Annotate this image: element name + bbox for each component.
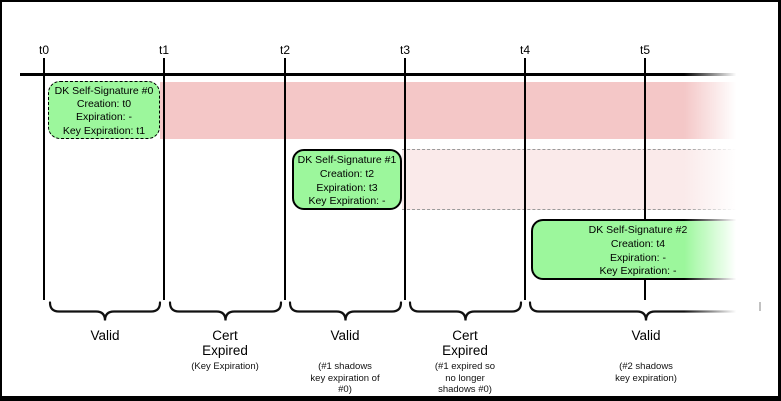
segment-label-2: Cert Expired (Key Expiration)	[150, 328, 300, 391]
segment-title: Valid	[330, 328, 360, 343]
tick-label-t0: t0	[38, 43, 49, 57]
segment-subtitle: (Key Expiration)	[191, 361, 259, 372]
signature-details: Creation: t4 Expiration: - Key Expiratio…	[599, 237, 677, 278]
signature-title: DK Self-Signature #2	[588, 224, 688, 236]
signature-title: DK Self-Signature #1	[297, 154, 397, 166]
brace-end-artifact	[759, 302, 761, 311]
key-expired-band	[160, 82, 756, 139]
tick-label-t2: t2	[279, 43, 290, 57]
segment-label-5: Valid (#2 shadows key expiration)	[566, 328, 726, 391]
brace-segment-3	[288, 301, 403, 321]
segment-label-3: Valid (#1 shadows key expiration of #0)	[270, 328, 420, 395]
signature-details: Creation: t0 Expiration: - Key Expiratio…	[62, 98, 146, 137]
tick-line-t5	[644, 58, 646, 300]
tick-line-t4	[524, 58, 526, 300]
signature-box-2: DK Self-Signature #2 Creation: t4 Expira…	[531, 219, 756, 280]
brace-segment-1	[48, 301, 162, 321]
tick-line-t0	[43, 58, 45, 300]
tick-label-t4: t4	[519, 43, 530, 57]
segment-title: Cert Expired	[202, 328, 248, 358]
tick-line-t2	[284, 58, 286, 300]
signature-details: Creation: t2 Expiration: t3 Key Expirati…	[308, 167, 386, 208]
segment-label-1: Valid	[30, 328, 180, 391]
signature-title: DK Self-Signature #0	[54, 85, 154, 97]
tick-label-t3: t3	[399, 43, 410, 57]
tick-label-t1: t1	[158, 43, 169, 57]
signature-text-wrap: DK Self-Signature #2 Creation: t4 Expira…	[533, 224, 743, 279]
brace-segment-5	[528, 301, 764, 321]
segment-subtitle: (#2 shadows key expiration)	[615, 361, 677, 384]
segment-title: Cert Expired	[442, 328, 488, 358]
segment-subtitle: (#1 expired so no longer shadows #0)	[434, 361, 496, 395]
shadowed-expiration-band	[402, 149, 756, 210]
segment-label-4: Cert Expired (#1 expired so no longer sh…	[390, 328, 540, 395]
signature-box-0: DK Self-Signature #0 Creation: t0 Expira…	[48, 81, 160, 139]
segment-title: Valid	[631, 328, 661, 343]
tick-line-t3	[404, 58, 406, 300]
brace-segment-4	[408, 301, 523, 321]
segment-title: Valid	[90, 328, 120, 343]
tick-line-t1	[163, 58, 165, 300]
brace-segment-2	[168, 301, 283, 321]
tick-label-t5: t5	[639, 43, 650, 57]
signature-box-1: DK Self-Signature #1 Creation: t2 Expira…	[292, 149, 402, 210]
segment-subtitle: (#1 shadows key expiration of #0)	[310, 361, 380, 395]
timeline-axis	[20, 73, 757, 76]
